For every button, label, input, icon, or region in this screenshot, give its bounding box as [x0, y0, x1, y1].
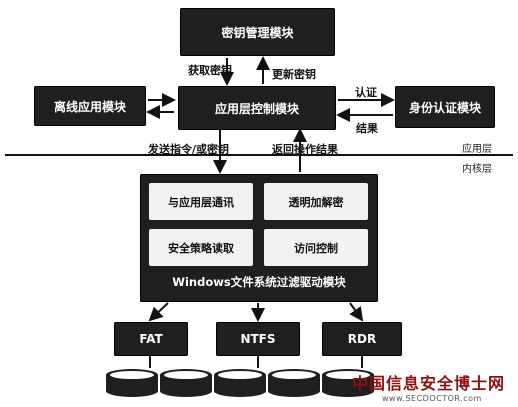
arrow-to-rdr: [349, 302, 364, 322]
driver-access-control: 访问控制: [264, 229, 368, 266]
driver-policy: 安全策略读取: [149, 229, 253, 266]
label-auth: 认证: [355, 86, 377, 99]
disk-icon: [268, 369, 320, 397]
fs-ntfs: NTFS: [216, 322, 300, 356]
label-kernel-layer: 内核层: [462, 164, 492, 175]
watermark-site-name: 中国信息安全博士网: [352, 374, 506, 393]
app-control-module: 应用层控制模块: [178, 86, 336, 130]
label-update-key: 更新密钥: [272, 68, 316, 81]
label-result: 结果: [356, 122, 378, 135]
key-management-module: 密钥管理模块: [180, 8, 335, 56]
filter-driver-module: 与应用层通讯 透明加解密 安全策略读取 访问控制 Windows文件系统过滤驱动…: [140, 174, 378, 302]
arrow-to-fat: [148, 302, 169, 322]
fs-fat: FAT: [114, 322, 188, 356]
label-send-command: 发送指令/或密钥: [148, 143, 230, 156]
disk-icon: [214, 369, 266, 397]
disk-icon: [160, 369, 212, 397]
driver-title: Windows文件系统过滤驱动模块: [172, 275, 346, 289]
offline-app-module: 离线应用模块: [34, 86, 146, 126]
fs-rdr: RDR: [322, 322, 402, 356]
auth-module: 身份认证模块: [395, 86, 495, 128]
label-app-layer: 应用层: [462, 144, 492, 155]
label-return-result: 返回操作结果: [272, 143, 338, 156]
driver-crypt: 透明加解密: [264, 183, 368, 220]
watermark-site-url: www.SECDOCTOR.com: [382, 394, 482, 403]
disk-icon: [106, 369, 158, 397]
label-get-key: 获取密钥: [188, 64, 232, 77]
driver-comm: 与应用层通讯: [149, 183, 253, 220]
disk-icon: [322, 369, 374, 397]
